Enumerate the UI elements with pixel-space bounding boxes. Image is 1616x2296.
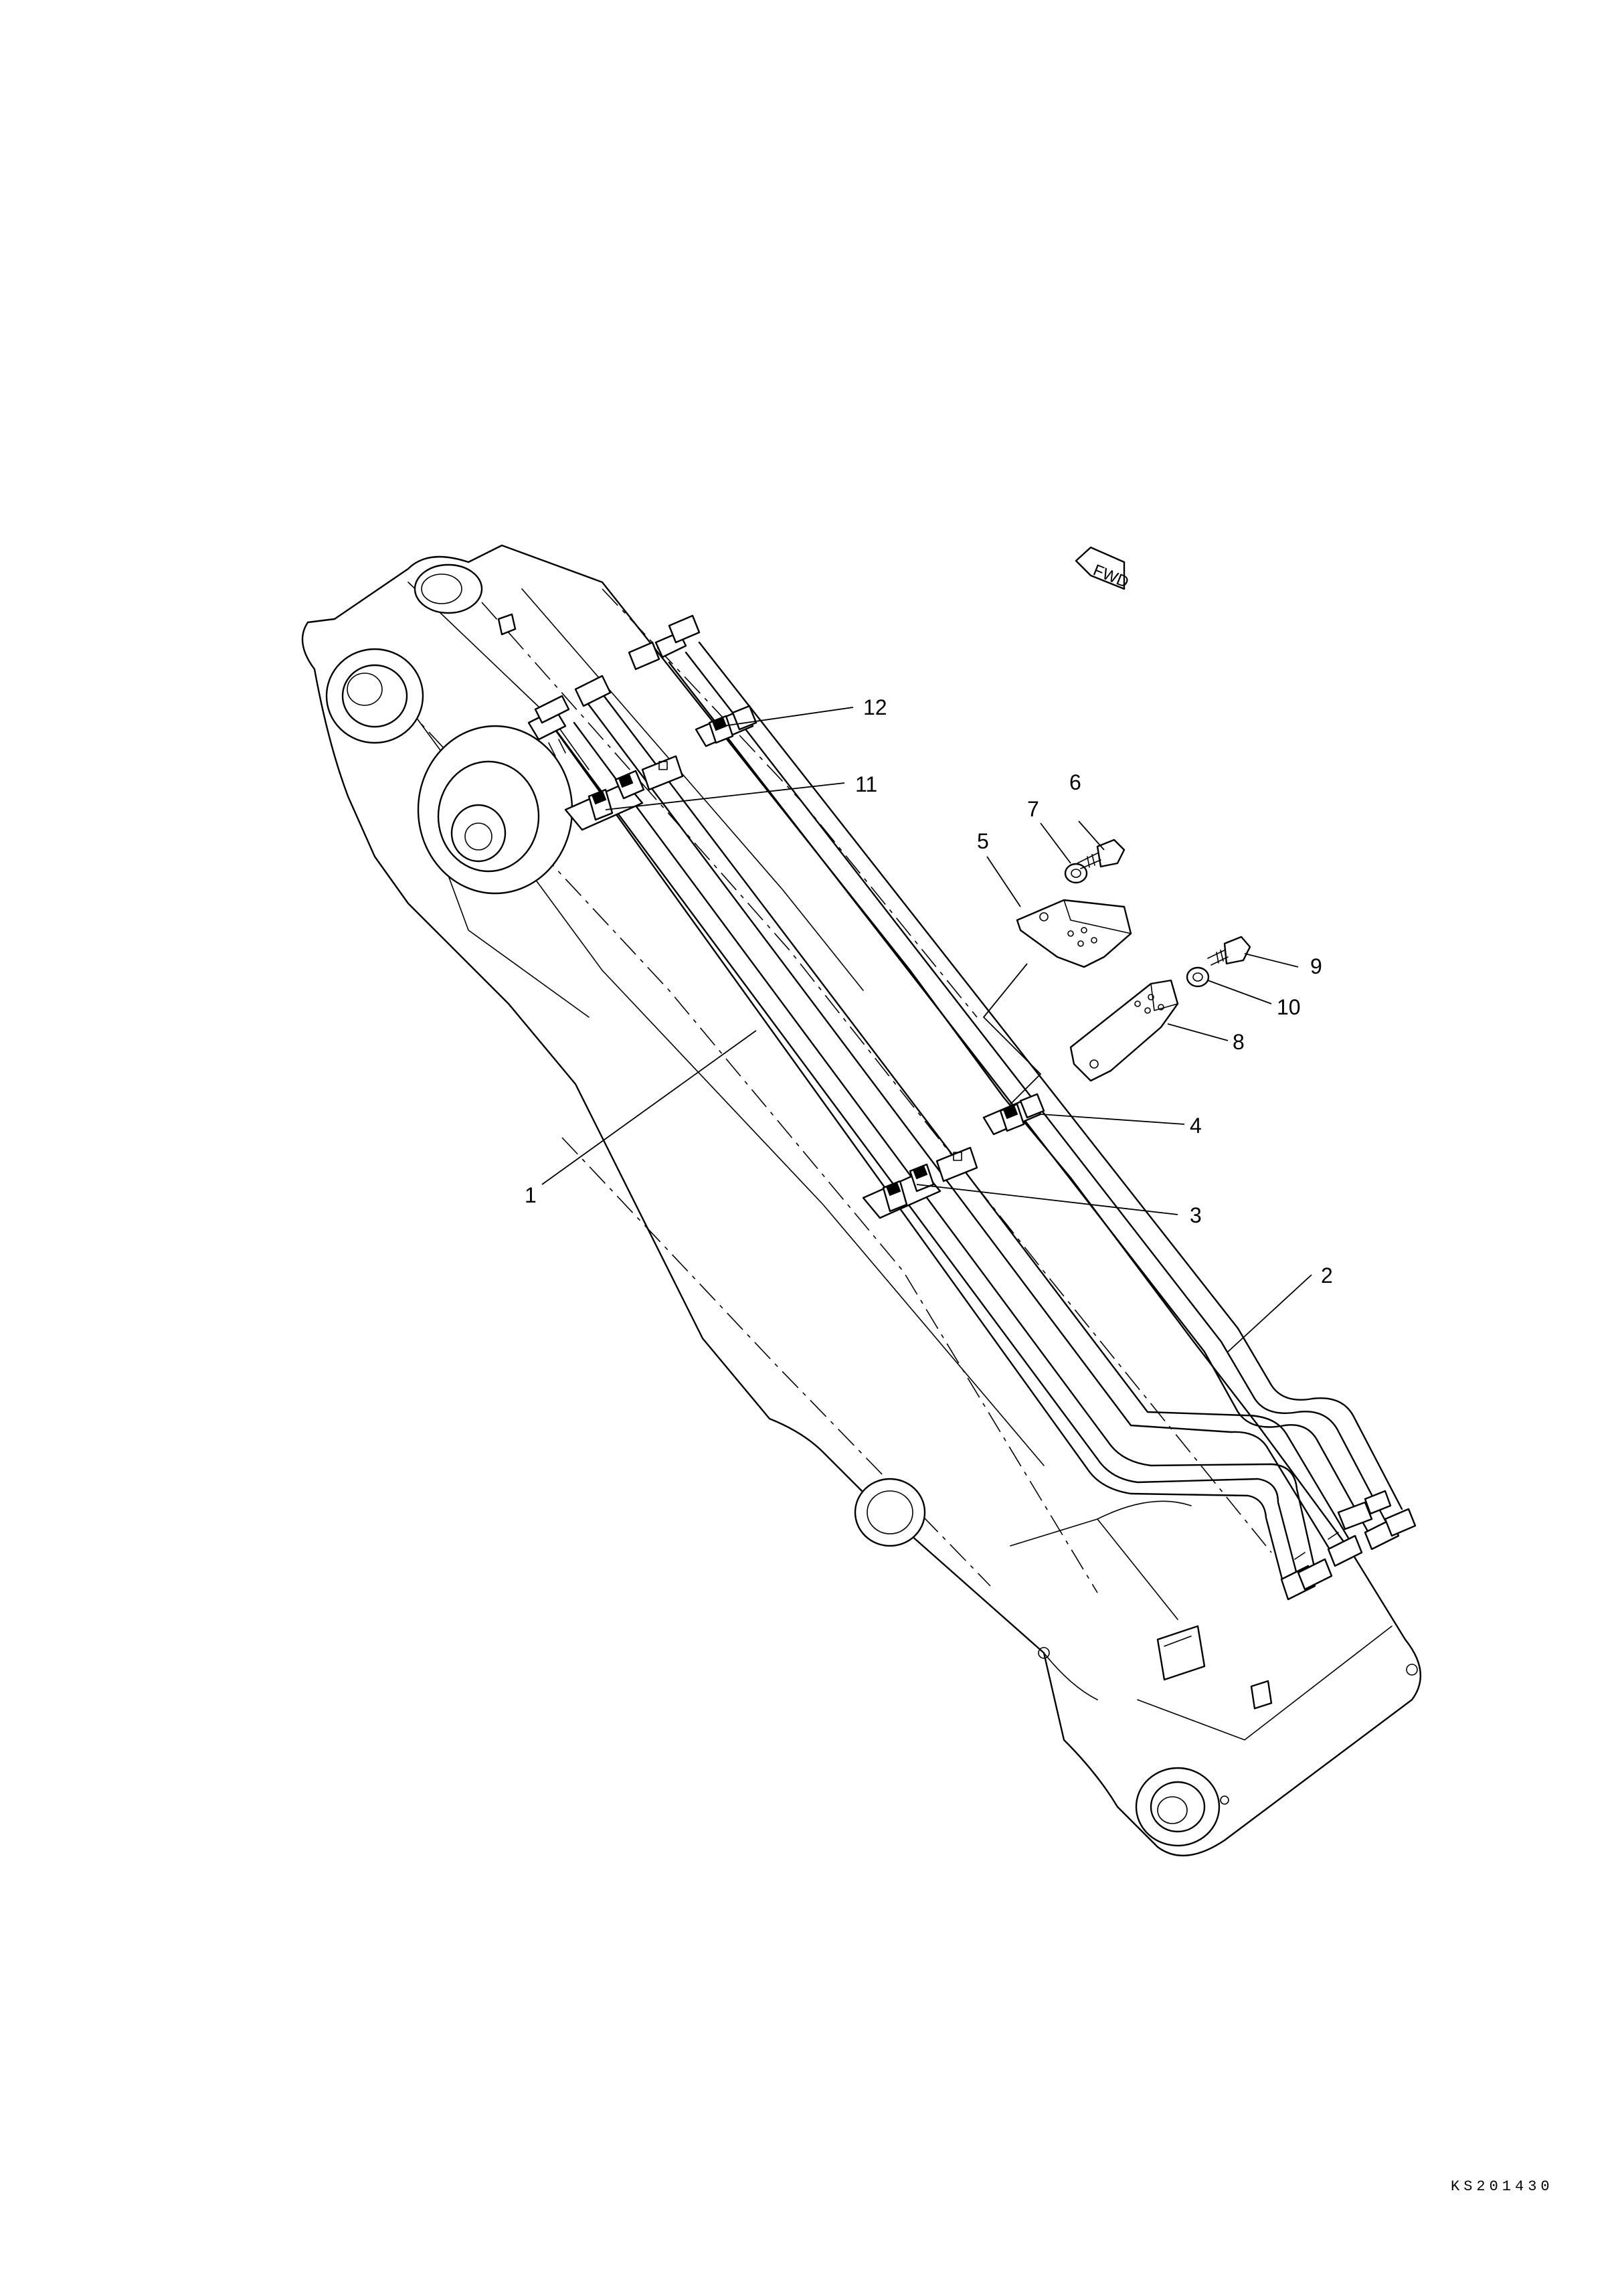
clamp-upper-11 bbox=[564, 755, 684, 831]
bolt-9 bbox=[1207, 936, 1251, 966]
callout-10: 10 bbox=[1277, 995, 1301, 1019]
clamp-lower-3 bbox=[862, 1146, 978, 1219]
callout-7: 7 bbox=[1027, 797, 1039, 821]
callout-4: 4 bbox=[1190, 1114, 1202, 1138]
bracket-5 bbox=[1016, 899, 1132, 968]
fwd-direction-marker: FWD bbox=[1075, 546, 1132, 592]
callout-11: 11 bbox=[855, 772, 877, 796]
pipe-end-fittings-bottom bbox=[1280, 1490, 1417, 1601]
drawing-code: KS201430 bbox=[1451, 2178, 1554, 2195]
arm-structure bbox=[301, 544, 1422, 1857]
callout-12: 12 bbox=[863, 695, 887, 719]
washer-7 bbox=[1064, 863, 1088, 884]
callout-3: 3 bbox=[1190, 1203, 1202, 1227]
bracket-8 bbox=[1069, 979, 1179, 1082]
callout-8: 8 bbox=[1233, 1030, 1245, 1054]
callout-2: 2 bbox=[1321, 1263, 1333, 1288]
callout-9: 9 bbox=[1310, 954, 1322, 978]
pipe-end-fittings-top bbox=[527, 614, 701, 757]
leader-lines bbox=[541, 707, 1312, 1352]
clamp-lower-4 bbox=[982, 1093, 1045, 1136]
callout-1: 1 bbox=[525, 1183, 537, 1207]
hydraulic-pipes bbox=[527, 614, 1417, 1601]
bolt-6 bbox=[1077, 838, 1126, 869]
callout-6: 6 bbox=[1069, 770, 1081, 794]
callout-5: 5 bbox=[977, 829, 989, 853]
clamp-upper-12 bbox=[695, 705, 757, 747]
callouts: 12 11 6 7 5 9 10 8 4 3 1 2 bbox=[525, 695, 1333, 1288]
washer-10 bbox=[1186, 966, 1210, 988]
